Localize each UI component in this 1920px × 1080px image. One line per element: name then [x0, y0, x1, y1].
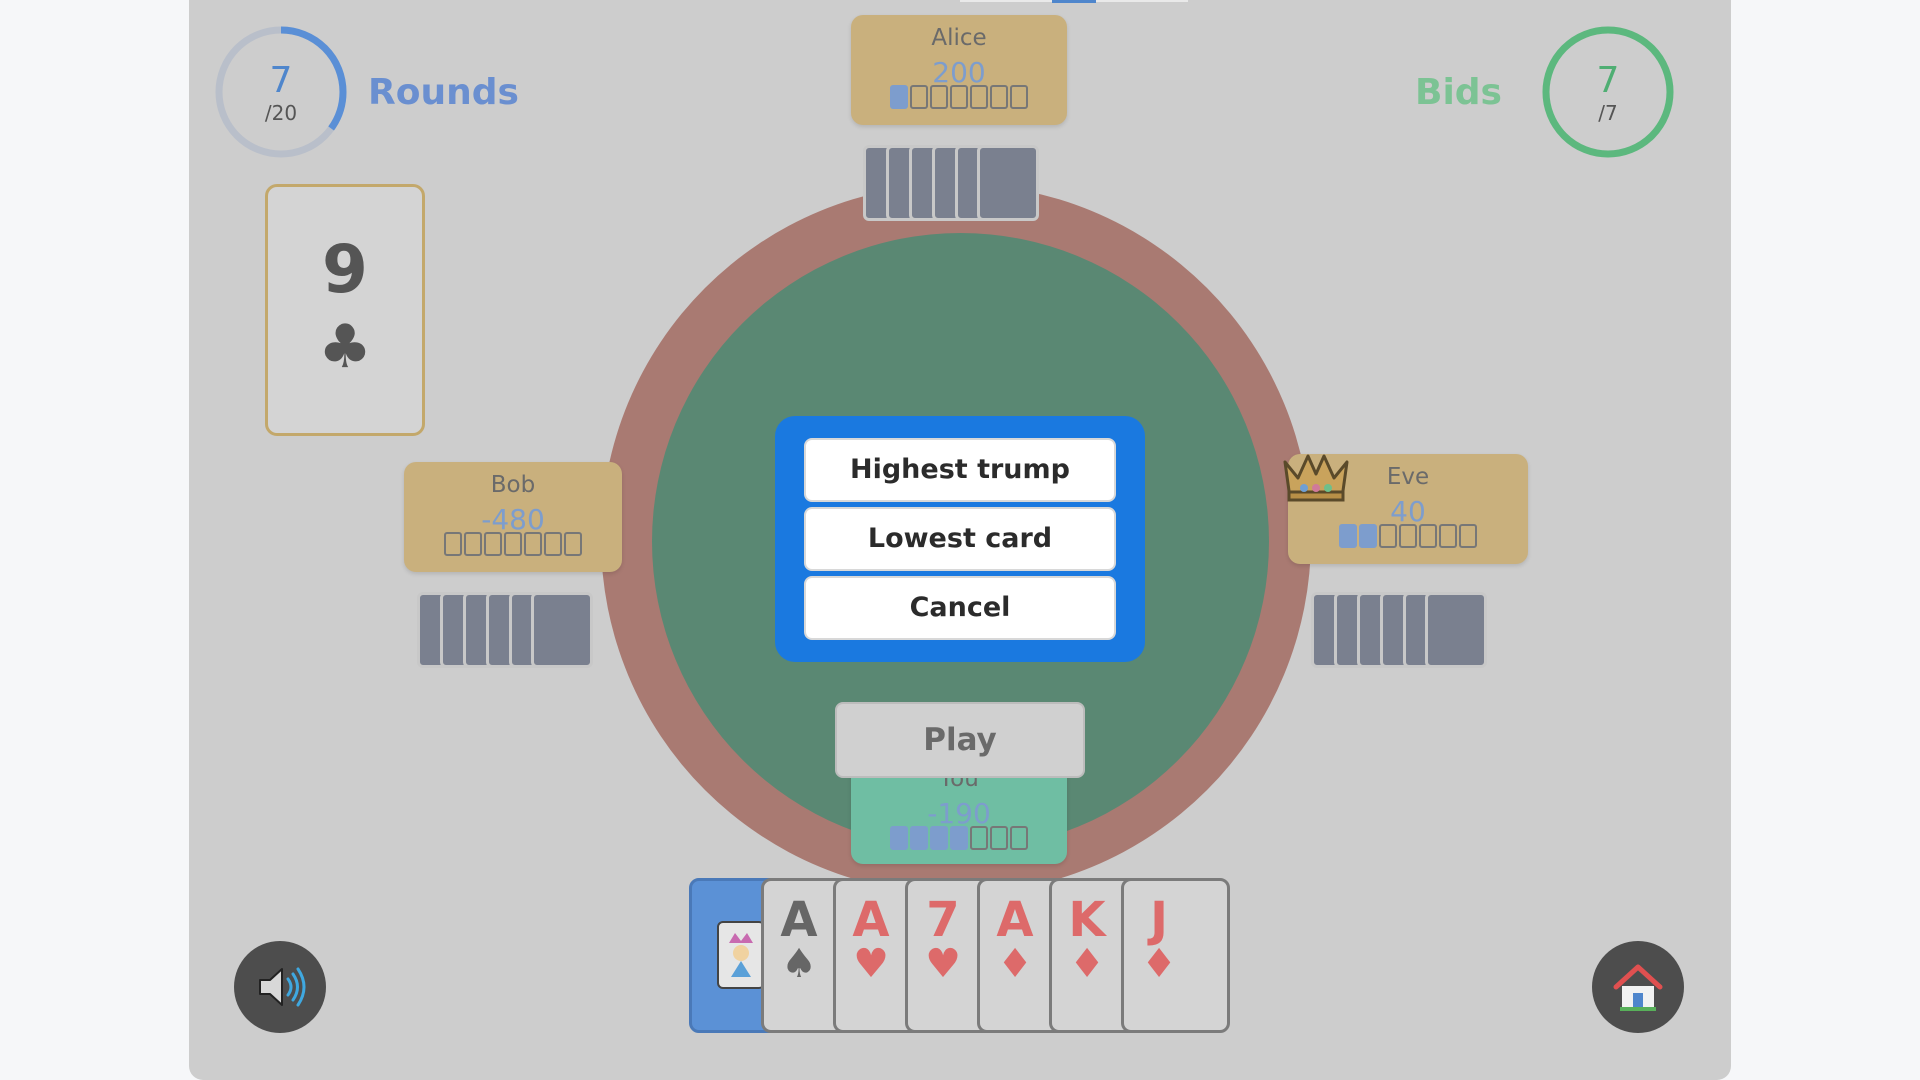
trick-box [910, 85, 928, 109]
trick-box [524, 532, 542, 556]
trick-box [1359, 524, 1377, 548]
trick-box [1399, 524, 1417, 548]
card-suit: ♥ [925, 941, 961, 987]
player-name: Alice [931, 25, 987, 51]
card-suit: ♦ [997, 941, 1033, 987]
sound-toggle-button[interactable] [234, 941, 326, 1033]
rounds-gauge: 7 /20 [214, 25, 348, 159]
trick-box [930, 85, 948, 109]
card-back [1425, 592, 1487, 668]
bids-label: Bids [1415, 72, 1502, 113]
trick-box [444, 532, 462, 556]
trump-suit: ♣ [318, 312, 372, 382]
opponent-hand-eve [1311, 592, 1503, 672]
trick-box [890, 826, 908, 850]
player-panel-bob: Bob -480 [404, 462, 622, 572]
card-rank: K [1068, 892, 1106, 948]
trick-box [950, 826, 968, 850]
crown-icon [1283, 454, 1349, 502]
game-screen: 7 /20 Rounds Bids 7 /7 9 ♣ Alice 200 Bob… [189, 0, 1731, 1080]
card-back [531, 592, 593, 668]
trick-boxes [851, 826, 1067, 850]
home-button[interactable] [1592, 941, 1684, 1033]
trick-box [1379, 524, 1397, 548]
speaker-volume-icon [259, 967, 306, 1007]
house-icon [1613, 964, 1663, 1011]
bids-gauge: 7 /7 [1541, 25, 1675, 159]
trick-box [544, 532, 562, 556]
bids-current: 7 [1596, 60, 1620, 101]
play-button[interactable]: Play [835, 702, 1085, 778]
rounds-total: /20 [264, 101, 298, 125]
cancel-button[interactable]: Cancel [804, 576, 1116, 640]
joker-choice-dialog: Highest trump Lowest card Cancel [775, 416, 1145, 662]
opponent-hand-alice [863, 145, 1055, 225]
trick-boxes [1288, 524, 1528, 548]
rounds-current: 7 [269, 60, 293, 101]
trick-box [464, 532, 482, 556]
trick-box [990, 826, 1008, 850]
player-score: 40 [1390, 495, 1426, 528]
player-score: -190 [927, 797, 991, 830]
card-rank: A [996, 892, 1034, 948]
player-score: -480 [481, 503, 545, 536]
card-suit: ♥ [853, 941, 889, 987]
trick-box [484, 532, 502, 556]
trick-box [950, 85, 968, 109]
bids-total: /7 [1598, 101, 1618, 125]
player-name: Bob [490, 472, 536, 498]
player-name: Eve [1386, 464, 1430, 490]
trick-box [970, 85, 988, 109]
trick-box [930, 826, 948, 850]
trick-box [1010, 826, 1028, 850]
trump-card: 9 ♣ [265, 184, 425, 436]
card-rank: 7 [926, 892, 960, 948]
trick-box [1439, 524, 1457, 548]
player-score: 200 [932, 56, 986, 89]
rounds-label: Rounds [368, 72, 519, 113]
trick-box [564, 532, 582, 556]
trick-boxes [851, 85, 1067, 109]
lowest-card-button[interactable]: Lowest card [804, 507, 1116, 571]
opponent-hand-bob [417, 592, 609, 672]
trick-box [910, 826, 928, 850]
trick-box [1419, 524, 1437, 548]
trick-box [970, 826, 988, 850]
trick-box [504, 532, 522, 556]
trick-box [990, 85, 1008, 109]
card-back [977, 145, 1039, 221]
card-rank: J [1150, 892, 1168, 948]
joker-icon [717, 921, 765, 989]
trick-box [1459, 524, 1477, 548]
top-indicator [960, 0, 1188, 3]
hand-card[interactable]: J♦ [1121, 878, 1230, 1033]
trump-rank: 9 [322, 231, 368, 308]
trick-box [1010, 85, 1028, 109]
trick-box [1339, 524, 1357, 548]
card-rank: A [780, 892, 818, 948]
card-suit: ♠ [781, 941, 817, 987]
card-suit: ♦ [1141, 941, 1177, 987]
card-suit: ♦ [1069, 941, 1105, 987]
card-rank: A [852, 892, 890, 948]
trick-box [890, 85, 908, 109]
highest-trump-button[interactable]: Highest trump [804, 438, 1116, 502]
player-panel-alice: Alice 200 [851, 15, 1067, 125]
trick-boxes [404, 532, 622, 556]
